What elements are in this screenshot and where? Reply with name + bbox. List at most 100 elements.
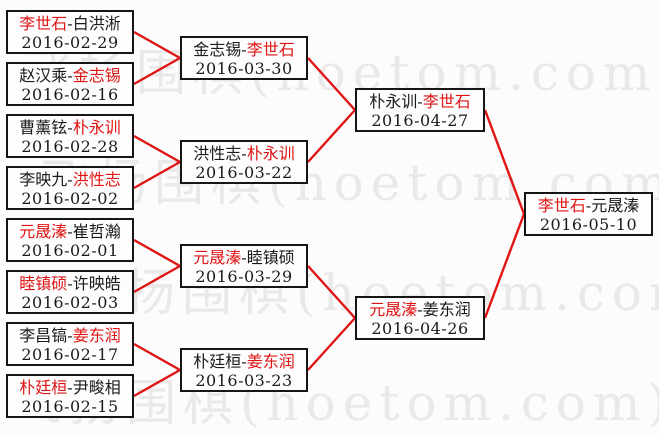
match-players: 洪性志-朴永训 bbox=[182, 143, 306, 164]
match-date: 2016-02-03 bbox=[21, 293, 119, 312]
match-date: 2016-03-22 bbox=[195, 163, 293, 182]
match-date: 2016-02-15 bbox=[21, 397, 119, 416]
connector-line bbox=[307, 57, 356, 111]
connector-line bbox=[133, 368, 181, 398]
match-players: 睦镇硕-许映皓 bbox=[8, 273, 132, 294]
match-date: 2016-03-30 bbox=[195, 59, 293, 78]
name-separator: - bbox=[67, 14, 73, 33]
connector-line bbox=[307, 265, 356, 319]
player2-name: 尹畯相 bbox=[72, 378, 121, 397]
match-players: 朴廷桓-姜东润 bbox=[182, 351, 306, 372]
match-qf-2: 洪性志-朴永训 2016-03-22 bbox=[180, 140, 308, 184]
player1-name: 李映九 bbox=[19, 170, 68, 189]
player1-name: 李世石 bbox=[537, 196, 586, 215]
match-r16-2: 赵汉乘-金志锡 2016-02-16 bbox=[6, 62, 134, 106]
player2-name: 金志锡 bbox=[72, 66, 121, 85]
match-players: 李世石-元晟溱 bbox=[526, 195, 651, 216]
connector-line bbox=[133, 342, 181, 372]
player2-name: 朴永训 bbox=[72, 118, 121, 137]
name-separator: - bbox=[67, 378, 73, 397]
name-separator: - bbox=[67, 170, 73, 189]
match-players: 曹薰铉-朴永训 bbox=[8, 117, 132, 138]
match-players: 李世石-白洪淅 bbox=[8, 13, 132, 34]
player1-name: 李昌镐 bbox=[19, 326, 68, 345]
player2-name: 姜东润 bbox=[246, 352, 295, 371]
player2-name: 洪性志 bbox=[72, 170, 121, 189]
connector-line bbox=[483, 213, 526, 319]
match-r16-8: 朴廷桓-尹畯相 2016-02-15 bbox=[6, 374, 134, 418]
name-separator: - bbox=[585, 196, 592, 215]
player2-name: 睦镇硕 bbox=[246, 248, 295, 267]
player2-name: 李世石 bbox=[246, 40, 295, 59]
name-separator: - bbox=[241, 40, 247, 59]
connector-line bbox=[307, 317, 356, 371]
player1-name: 元晟溱 bbox=[369, 300, 418, 319]
connector-line bbox=[133, 160, 181, 190]
match-sf-2: 元晟溱-姜东润 2016-04-26 bbox=[355, 296, 485, 340]
match-date: 2016-02-01 bbox=[21, 241, 119, 260]
connector-line bbox=[133, 30, 181, 60]
name-separator: - bbox=[67, 274, 73, 293]
match-final: 李世石-元晟溱 2016-05-10 bbox=[524, 192, 653, 236]
connector-line bbox=[483, 109, 526, 215]
name-separator: - bbox=[417, 92, 423, 111]
match-r16-5: 元晟溱-崔哲瀚 2016-02-01 bbox=[6, 218, 134, 262]
match-r16-3: 曹薰铉-朴永训 2016-02-28 bbox=[6, 114, 134, 158]
match-qf-1: 金志锡-李世石 2016-03-30 bbox=[180, 36, 308, 80]
match-players: 金志锡-李世石 bbox=[182, 39, 306, 60]
connector-line bbox=[133, 56, 181, 86]
connector-line bbox=[307, 109, 356, 163]
player1-name: 朴廷桓 bbox=[193, 352, 242, 371]
player1-name: 李世石 bbox=[19, 14, 68, 33]
player1-name: 朴永训 bbox=[369, 92, 418, 111]
match-players: 元晟溱-姜东润 bbox=[357, 299, 483, 320]
player2-name: 朴永训 bbox=[246, 144, 295, 163]
player2-name: 李世石 bbox=[422, 92, 471, 111]
match-date: 2016-02-29 bbox=[21, 33, 119, 52]
match-r16-4: 李映九-洪性志 2016-02-02 bbox=[6, 166, 134, 210]
match-players: 朴廷桓-尹畯相 bbox=[8, 377, 132, 398]
name-separator: - bbox=[241, 144, 247, 163]
match-qf-4: 朴廷桓-姜东润 2016-03-23 bbox=[180, 348, 308, 392]
match-sf-1: 朴永训-李世石 2016-04-27 bbox=[355, 88, 485, 132]
match-players: 赵汉乘-金志锡 bbox=[8, 65, 132, 86]
match-date: 2016-03-29 bbox=[195, 267, 293, 286]
connector-line bbox=[133, 238, 181, 268]
player1-name: 金志锡 bbox=[193, 40, 242, 59]
name-separator: - bbox=[67, 66, 73, 85]
match-date: 2016-02-17 bbox=[21, 345, 119, 364]
player2-name: 许映皓 bbox=[72, 274, 121, 293]
connector-line bbox=[133, 264, 181, 294]
player1-name: 赵汉乘 bbox=[19, 66, 68, 85]
match-players: 李昌镐-姜东润 bbox=[8, 325, 132, 346]
name-separator: - bbox=[67, 222, 73, 241]
name-separator: - bbox=[241, 248, 247, 267]
player1-name: 睦镇硕 bbox=[19, 274, 68, 293]
match-date: 2016-02-28 bbox=[21, 137, 119, 156]
match-date: 2016-04-26 bbox=[371, 319, 469, 338]
player1-name: 曹薰铉 bbox=[19, 118, 68, 137]
match-date: 2016-05-10 bbox=[539, 215, 638, 234]
player1-name: 洪性志 bbox=[193, 144, 242, 163]
match-date: 2016-04-27 bbox=[371, 111, 469, 130]
player1-name: 元晟溱 bbox=[193, 248, 242, 267]
player1-name: 元晟溱 bbox=[19, 222, 68, 241]
match-players: 朴永训-李世石 bbox=[357, 91, 483, 112]
match-players: 元晟溱-崔哲瀚 bbox=[8, 221, 132, 242]
name-separator: - bbox=[241, 352, 247, 371]
name-separator: - bbox=[417, 300, 423, 319]
name-separator: - bbox=[67, 326, 73, 345]
connector-line bbox=[133, 134, 181, 164]
match-date: 2016-02-16 bbox=[21, 85, 119, 104]
player2-name: 元晟溱 bbox=[591, 196, 640, 215]
player2-name: 姜东润 bbox=[422, 300, 471, 319]
name-separator: - bbox=[67, 118, 73, 137]
match-date: 2016-03-23 bbox=[195, 371, 293, 390]
match-r16-6: 睦镇硕-许映皓 2016-02-03 bbox=[6, 270, 134, 314]
match-r16-1: 李世石-白洪淅 2016-02-29 bbox=[6, 10, 134, 54]
match-date: 2016-02-02 bbox=[21, 189, 119, 208]
player2-name: 白洪淅 bbox=[72, 14, 121, 33]
match-players: 李映九-洪性志 bbox=[8, 169, 132, 190]
match-r16-7: 李昌镐-姜东润 2016-02-17 bbox=[6, 322, 134, 366]
